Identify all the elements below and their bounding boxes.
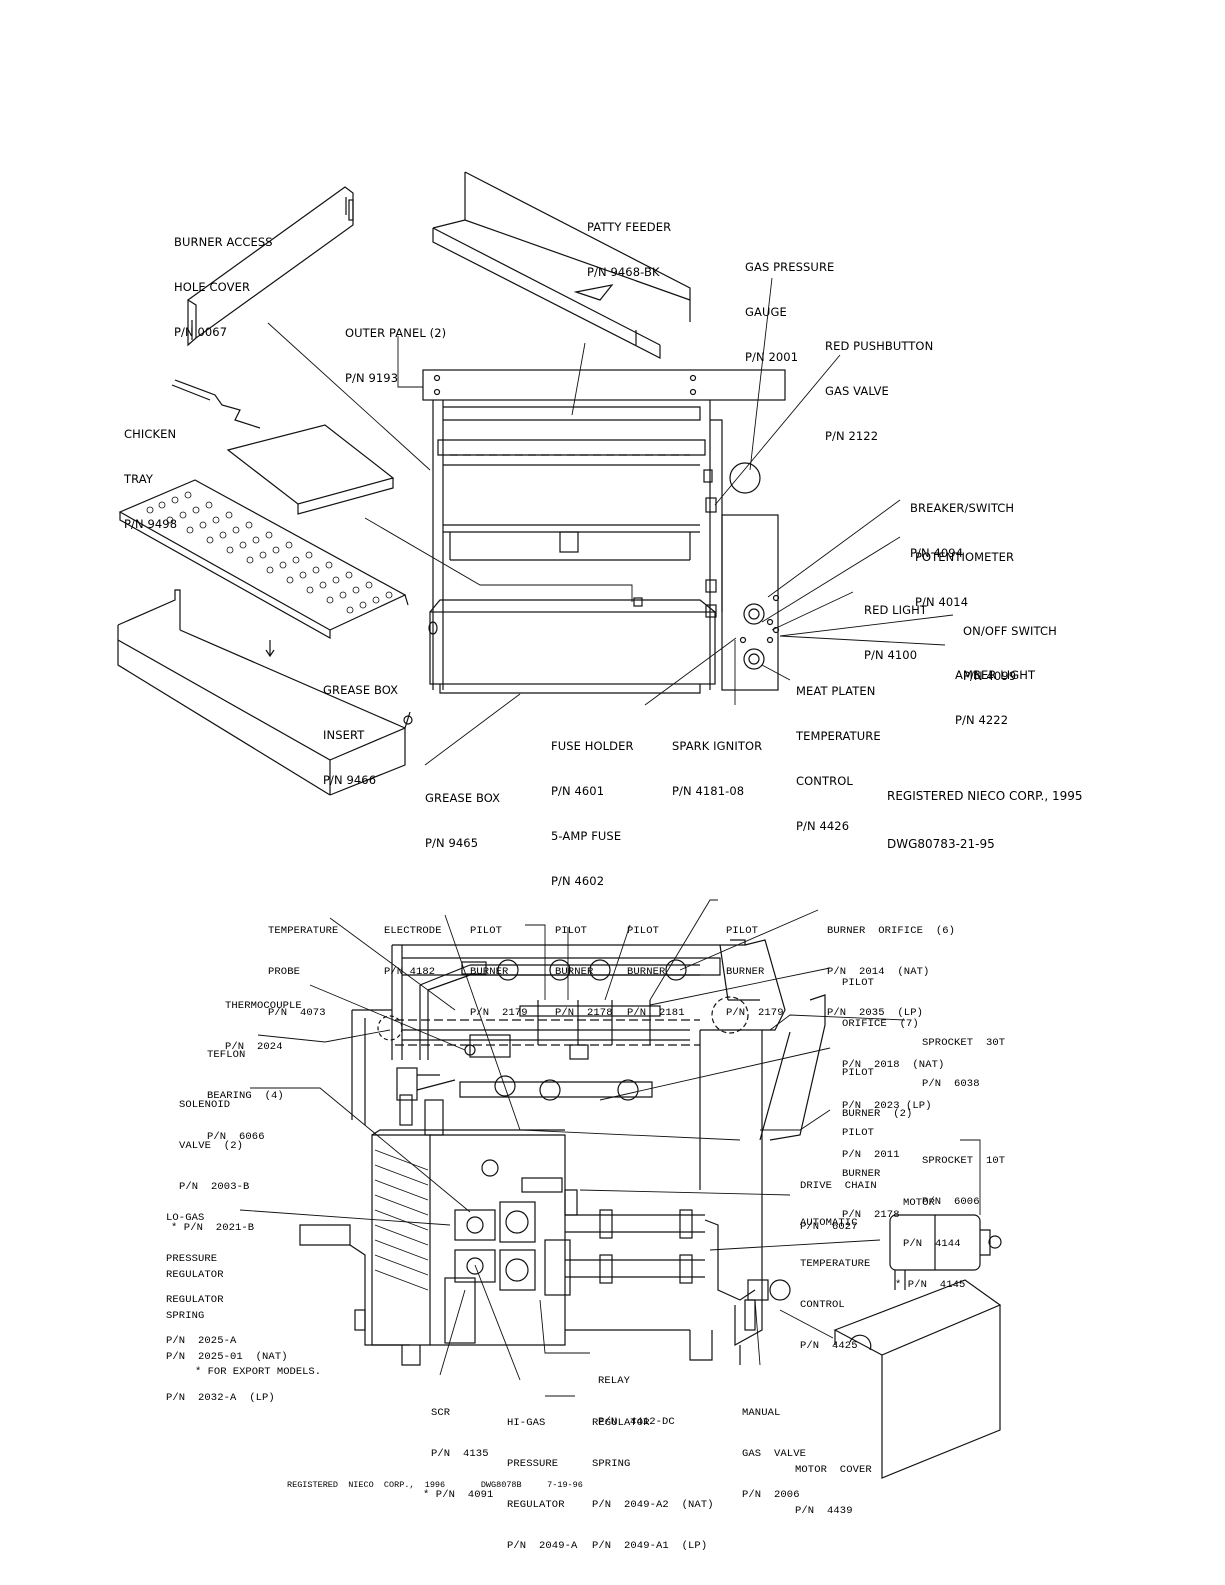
label-temperature-probe: TEMPERATURE PROBE P/N 4073 xyxy=(268,925,339,1019)
label-grease-box: GREASE BOX P/N 9465 xyxy=(425,791,501,850)
label-solenoid-valve: SOLENOID VALVE (2) P/N 2003-B * P/N 2021… xyxy=(171,1099,255,1234)
top-machine-frame xyxy=(422,369,786,694)
label-breaker-switch: BREAKER/SWITCH P/N 4094 xyxy=(910,501,1015,560)
label-meat-platen-temperature-control: MEAT PLATEN TEMPERATURE CONTROL P/N 4426 xyxy=(796,684,881,833)
label-teflon-bearing: TEFLON BEARING (4) P/N 6066 xyxy=(207,1049,284,1143)
label-thermocouple: THERMOCOUPLE P/N 2024 xyxy=(225,1000,302,1053)
bottom-assembly-view xyxy=(239,899,1002,1479)
chicken-tray-drawing xyxy=(171,379,395,515)
label-drive-chain: DRIVE CHAIN P/N 6027 xyxy=(800,1180,877,1233)
label-patty-feeder: PATTY FEEDER P/N 9468-BK xyxy=(587,220,672,279)
label-relay: RELAY P/N 4412-DC xyxy=(598,1375,675,1428)
bottom-leader-lines xyxy=(239,899,981,1397)
grease-box-insert-drawing xyxy=(118,479,409,640)
label-electrode: ELECTRODE P/N 4182 xyxy=(384,925,442,978)
export-models-footnote: * FOR EXPORT MODELS. xyxy=(195,1366,322,1378)
label-pilot-burner-2179-b: PILOT BURNER P/N 2179 xyxy=(726,925,784,1019)
label-potentiometer: POTENTIOMETER P/N 4014 xyxy=(915,550,1015,609)
label-spark-ignitor: SPARK IGNITOR P/N 4181-08 xyxy=(672,739,763,798)
motor-drawing xyxy=(889,1214,1002,1290)
label-sprocket-10t: SPROCKET 10T P/N 6006 xyxy=(922,1155,1006,1208)
label-lo-gas-pressure-regulator: LO-GAS PRESSURE REGULATOR P/N 2025-A xyxy=(166,1212,237,1347)
label-hi-gas-pressure-regulator: HI-GAS PRESSURE REGULATOR P/N 2049-A xyxy=(507,1417,578,1552)
label-pilot-burner-2178-b: PILOT BURNER P/N 2178 xyxy=(842,1127,900,1221)
label-pilot-orifice: PILOT ORIFICE (7) P/N 2018 (NAT) P/N 202… xyxy=(842,977,945,1112)
label-pilot-burner-2179-a: PILOT BURNER P/N 2179 xyxy=(470,925,528,1019)
motor-cover-drawing xyxy=(833,1279,1002,1479)
label-automatic-temperature-control: AUTOMATIC TEMPERATURE CONTROL P/N 4425 xyxy=(800,1217,871,1352)
label-fuse-holder: FUSE HOLDER P/N 4601 5-AMP FUSE P/N 4602 xyxy=(551,739,634,888)
label-hi-gas-regulator-spring: REGULATOR SPRING P/N 2049-A2 (NAT) P/N 2… xyxy=(592,1417,714,1552)
label-scr: SCR P/N 4135 * P/N 4091 xyxy=(423,1407,494,1501)
label-sprocket-30t: SPROCKET 30T P/N 6038 xyxy=(922,1037,1006,1090)
label-manual-gas-valve: MANUAL GAS VALVE P/N 2006 xyxy=(742,1407,807,1501)
label-outer-panel: OUTER PANEL (2) P/N 9193 xyxy=(345,326,447,385)
burner-access-cover-drawing xyxy=(186,186,354,347)
label-red-light: RED LIGHT P/N 4100 xyxy=(864,603,928,662)
label-pilot-burner-2181: PILOT BURNER P/N 2181 xyxy=(627,925,685,1019)
label-gas-pressure-gauge: GAS PRESSURE GAUGE P/N 2001 xyxy=(745,260,835,364)
patty-feeder-drawing xyxy=(432,171,691,359)
top-exploded-view xyxy=(117,171,954,796)
label-amber-light: AMBER LIGHT P/N 4222 xyxy=(955,668,1036,727)
label-pilot-burner-2178-a: PILOT BURNER P/N 2178 xyxy=(555,925,613,1019)
label-chicken-tray: CHICKEN TRAY P/N 9498 xyxy=(124,427,178,531)
label-regulator-spring-lo: REGULATOR SPRING P/N 2025-01 (NAT) P/N 2… xyxy=(166,1269,288,1404)
label-on-off-switch: ON/OFF SWITCH P/N 4099 xyxy=(963,624,1057,683)
top-leader-lines xyxy=(267,277,954,766)
label-red-pushbutton-gas-valve: RED PUSHBUTTON GAS VALVE P/N 2122 xyxy=(825,339,934,443)
label-pilot-burner-2011: PILOT BURNER (2) P/N 2011 xyxy=(842,1067,913,1161)
label-motor-cover: MOTOR COVER P/N 4439 xyxy=(795,1464,872,1517)
label-burner-orifice: BURNER ORIFICE (6) P/N 2014 (NAT) P/N 20… xyxy=(827,925,956,1019)
label-grease-box-insert: GREASE BOX INSERT P/N 9466 xyxy=(323,683,399,787)
bottom-registered-note: REGISTERED NIECO CORP., 1996 DWG8078B 7-… xyxy=(287,1480,583,1490)
label-burner-access-hole-cover: BURNER ACCESS HOLE COVER P/N 0067 xyxy=(174,235,273,339)
label-motor: MOTOR P/N 4144 * P/N 4145 xyxy=(895,1197,966,1291)
top-registered-note: REGISTERED NIECO CORP., 1995 DWG80783-21… xyxy=(887,789,1083,851)
grease-box-drawing xyxy=(117,589,413,796)
